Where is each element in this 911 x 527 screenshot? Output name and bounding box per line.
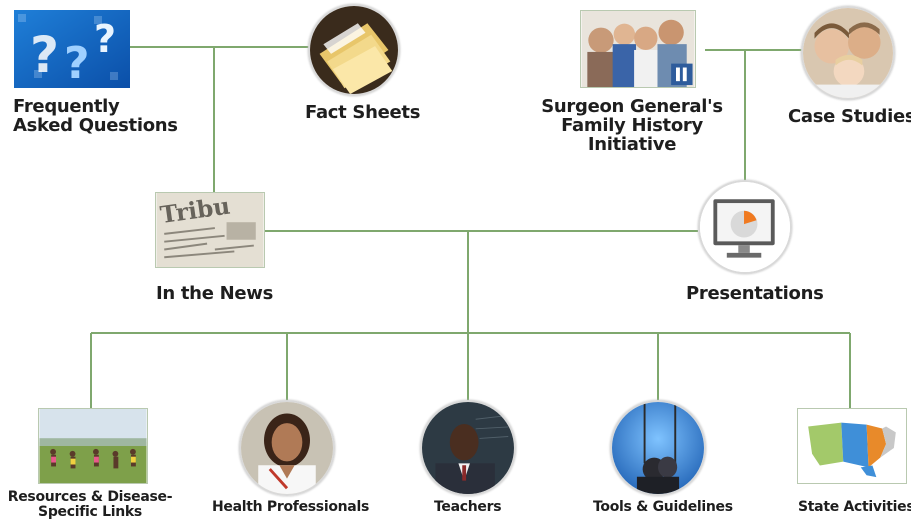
state-activities-label: State Activities xyxy=(798,499,911,515)
doctor-portrait-icon xyxy=(239,400,335,496)
monitor-pie-chart-icon xyxy=(698,180,792,274)
folders-icon xyxy=(308,4,400,96)
health-professionals-label: Health Professionals xyxy=(212,499,369,515)
tools-guidelines-label: Tools & Guidelines xyxy=(593,499,733,515)
newspaper-icon: Tribu xyxy=(155,192,265,268)
us-map-icon xyxy=(797,408,907,484)
svg-text:?: ? xyxy=(64,38,90,88)
svg-text:?: ? xyxy=(30,26,59,84)
fact-sheets-label: Fact Sheets xyxy=(305,102,421,123)
children-running-icon xyxy=(38,408,148,484)
in-the-news-label: In the News xyxy=(156,283,273,304)
resources-label: Resources & Disease-Specific Links xyxy=(7,489,173,520)
faq-label: Frequently Asked Questions xyxy=(13,96,178,136)
question-marks-icon: ? ? ? xyxy=(14,10,130,88)
teachers-label: Teachers xyxy=(434,499,502,515)
family-photo-icon xyxy=(580,10,696,88)
case-studies-label: Case Studies xyxy=(788,106,911,127)
presentations-label: Presentations xyxy=(686,283,824,304)
surgeon-general-label: Surgeon General's Family History Initiat… xyxy=(541,96,723,155)
swing-icon xyxy=(610,400,706,496)
family-portrait-icon xyxy=(801,6,895,100)
svg-text:?: ? xyxy=(94,17,116,61)
teacher-portrait-icon xyxy=(420,400,516,496)
